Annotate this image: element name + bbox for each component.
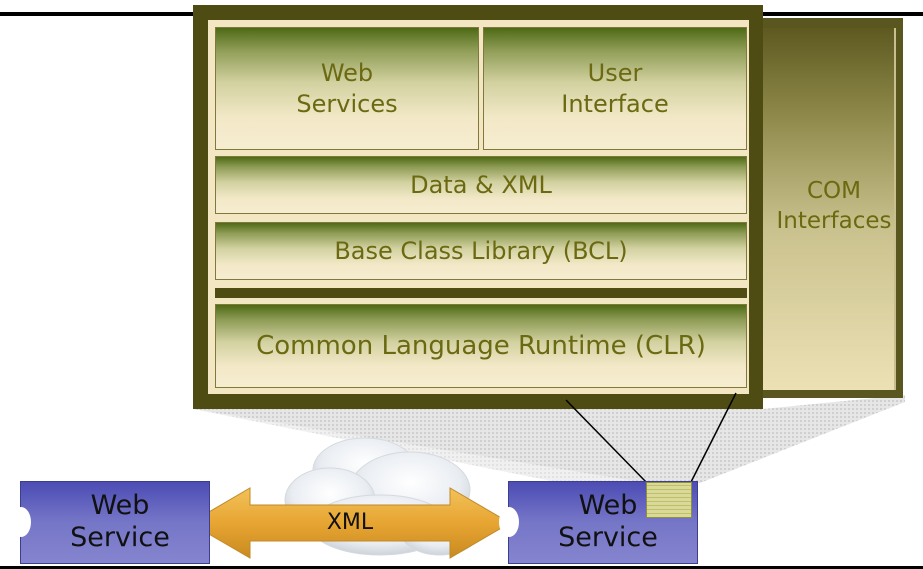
user-interface-layer: User Interface (483, 27, 747, 150)
zoom-line-left (565, 399, 649, 485)
clr-label: Common Language Runtime (CLR) (256, 331, 706, 361)
bottom-rule (0, 566, 923, 569)
com-interfaces-label: COM Interfaces (776, 178, 892, 234)
left-web-service (20, 481, 210, 564)
zoom-line-right (689, 392, 737, 485)
bcl-label: Base Class Library (BCL) (334, 237, 628, 265)
framework-chip-icon (646, 482, 692, 518)
right-service-notch (499, 507, 519, 537)
web-services-layer: Web Services (215, 27, 479, 150)
bcl-layer: Base Class Library (BCL) (215, 222, 747, 280)
left-web-service-label: Web Service (70, 490, 170, 553)
user-interface-label: User Interface (561, 58, 669, 118)
layer-separator (215, 288, 747, 298)
left-service-notch (11, 507, 31, 537)
right-web-service-label: Web Service (558, 490, 658, 553)
xml-arrow-label: XML (326, 510, 374, 535)
data-xml-label: Data & XML (410, 171, 552, 199)
web-services-label: Web Services (296, 58, 398, 118)
projection-shadow (193, 395, 905, 483)
clr-layer: Common Language Runtime (CLR) (215, 304, 747, 388)
data-xml-layer: Data & XML (215, 156, 747, 214)
